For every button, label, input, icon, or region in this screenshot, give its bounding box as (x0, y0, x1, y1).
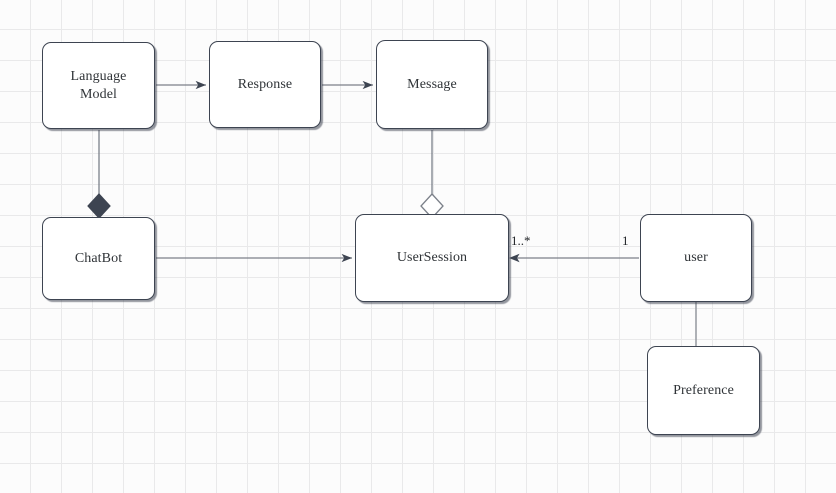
node-usersession[interactable]: UserSession (355, 214, 509, 302)
edge-message-usersession-aggregation (420, 130, 444, 219)
node-language-model-label: Language Model (70, 68, 127, 102)
node-chatbot[interactable]: ChatBot (42, 217, 155, 300)
multiplicity-label-many: 1..* (511, 233, 531, 248)
node-user-label: user (684, 250, 708, 265)
node-user[interactable]: user (640, 214, 752, 302)
node-language-model[interactable]: Language Model (42, 42, 155, 129)
node-response-label: Response (237, 76, 293, 92)
node-chatbot-label: ChatBot (74, 250, 123, 266)
node-preference-label: Preference (673, 382, 734, 398)
node-preference[interactable]: Preference (647, 346, 760, 435)
node-message-label: Message (407, 76, 457, 92)
node-message[interactable]: Message (376, 40, 488, 129)
node-usersession-label: UserSession (396, 250, 468, 265)
edge-languagemodel-chatbot-composition (87, 130, 111, 219)
multiplicity-label-one: 1 (622, 233, 629, 248)
node-response[interactable]: Response (209, 41, 321, 128)
edge-user-to-usersession (509, 253, 639, 263)
